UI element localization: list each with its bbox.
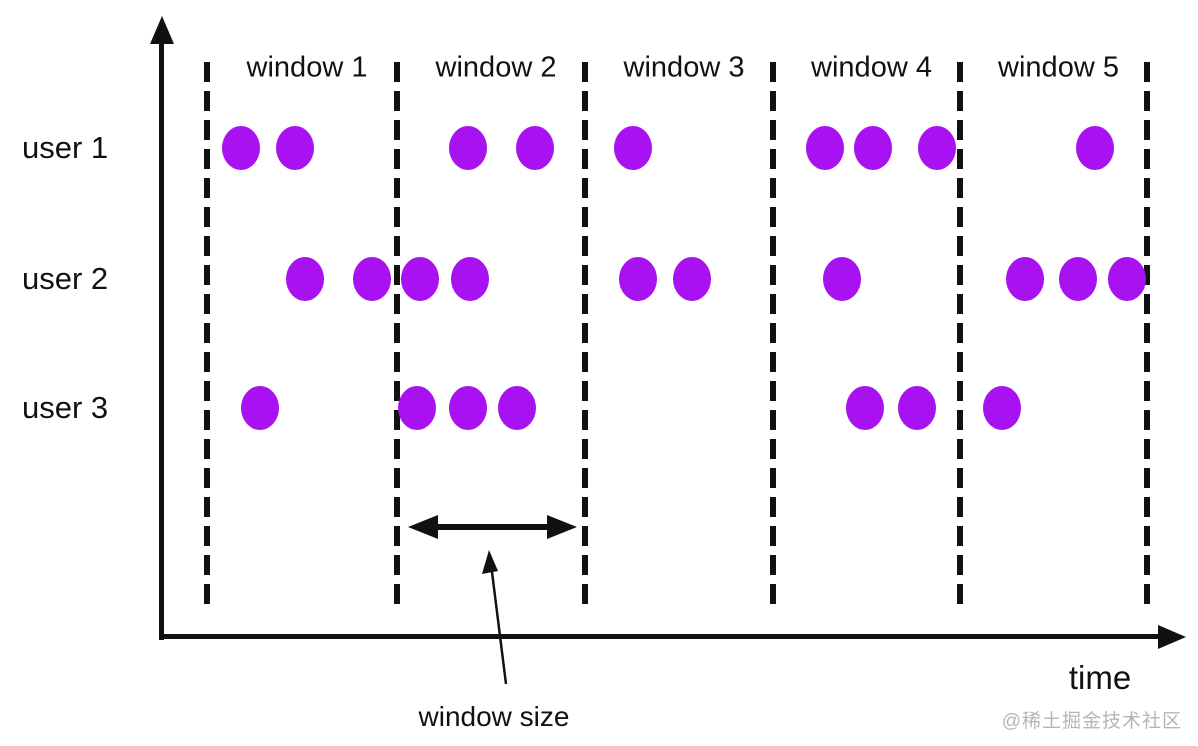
user-row-label: user 1 (22, 130, 109, 165)
window-label: window 1 (246, 51, 368, 84)
event-dot (286, 257, 324, 301)
user-row-label: user 3 (22, 390, 109, 425)
x-axis (160, 634, 1162, 639)
event-dot (449, 126, 487, 170)
event-dot (1076, 126, 1114, 170)
event-dot (898, 386, 936, 430)
window-size-pointer-arrow-icon (482, 550, 508, 685)
event-dot (498, 386, 536, 430)
x-axis-label: time (1068, 659, 1132, 696)
event-dot (983, 386, 1021, 430)
window-label: window 2 (435, 51, 557, 84)
event-dot (353, 257, 391, 301)
window-boundary-line (957, 62, 963, 606)
event-dot (806, 126, 844, 170)
event-dot (276, 126, 314, 170)
event-dot (1108, 257, 1146, 301)
event-dot (673, 257, 711, 301)
window-boundary-line (204, 62, 210, 606)
watermark-text: @稀土掘金技术社区 (1001, 711, 1182, 732)
event-dot (823, 257, 861, 301)
window-label: window 5 (998, 51, 1119, 84)
event-dot (619, 257, 657, 301)
window-boundary-line (770, 62, 776, 606)
window-label: window 4 (811, 51, 932, 84)
event-dot (854, 126, 892, 170)
window-boundary-line (582, 62, 588, 606)
window-size-arrowhead-right-icon (547, 515, 577, 539)
y-axis-arrowhead-icon (150, 16, 174, 44)
y-axis (159, 38, 164, 640)
window-size-arrowhead-left-icon (408, 515, 438, 539)
event-dot (449, 386, 487, 430)
window-boundary-line (394, 62, 400, 606)
event-dot (398, 386, 436, 430)
event-dot (1006, 257, 1044, 301)
event-dot (241, 386, 279, 430)
event-dot (451, 257, 489, 301)
event-dot (516, 126, 554, 170)
event-dot (401, 257, 439, 301)
event-dot (614, 126, 652, 170)
x-axis-arrowhead-icon (1158, 625, 1186, 649)
window-boundary-line (1144, 62, 1150, 606)
event-dot (1059, 257, 1097, 301)
event-dot (222, 126, 260, 170)
event-dot (918, 126, 956, 170)
window-label: window 3 (623, 51, 745, 84)
window-size-arrow (425, 524, 560, 530)
event-dot (846, 386, 884, 430)
window-size-label: window size (418, 701, 570, 732)
user-row-label: user 2 (22, 261, 109, 296)
